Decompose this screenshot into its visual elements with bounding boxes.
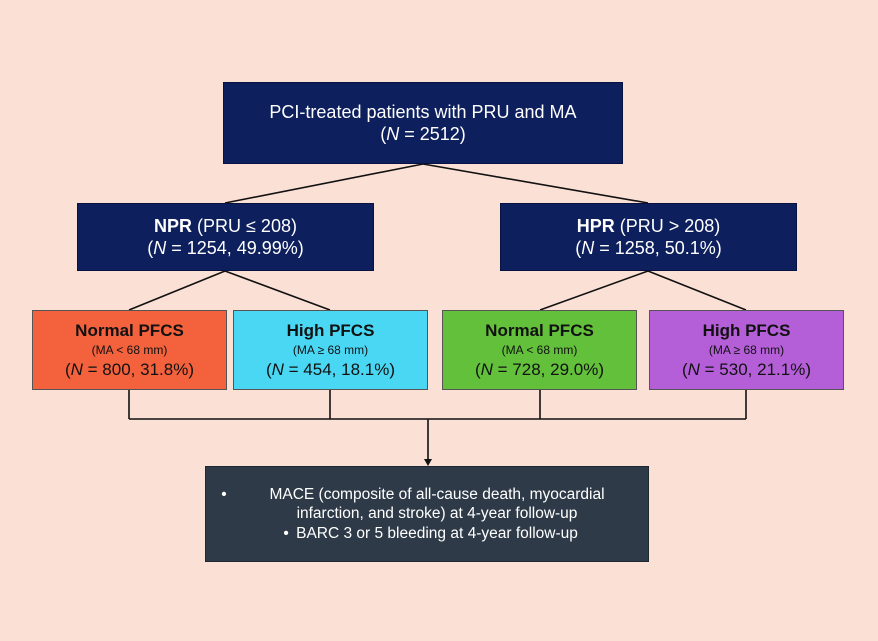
leaf-name: Normal PFCS xyxy=(75,321,184,341)
bullet-icon: • xyxy=(221,485,227,503)
hpr-title: HPR (PRU > 208) xyxy=(576,215,721,236)
leaf-criterion: (MA ≥ 68 mm) xyxy=(708,342,785,357)
hpr-count: (N = 1258, 50.1%) xyxy=(575,238,722,258)
bullet-icon: • xyxy=(283,524,289,542)
leaf-hpr-normal-pfcs: Normal PFCS (MA < 68 mm) (N = 728, 29.0%… xyxy=(442,310,637,390)
outcome-mace-line1: MACE (composite of all-cause death, myoc… xyxy=(269,485,605,503)
root-box: PCI-treated patients with PRU and MA (N … xyxy=(223,82,623,164)
connector-hpr-leaf4 xyxy=(647,270,747,311)
root-count: (N = 2512) xyxy=(380,124,466,144)
arrow-head xyxy=(424,459,432,466)
npr-title: NPR (PRU ≤ 208) xyxy=(154,215,297,236)
leaf-npr-high-pfcs: High PFCS (MA ≥ 68 mm) (N = 454, 18.1%) xyxy=(233,310,428,390)
outcome-bleeding-text: BARC 3 or 5 bleeding at 4-year follow-up xyxy=(296,524,578,542)
leaf-name: High PFCS xyxy=(286,321,375,341)
root-title: PCI-treated patients with PRU and MA xyxy=(269,101,577,122)
leaf-criterion: (MA < 68 mm) xyxy=(501,342,578,357)
connector-hpr-leaf3 xyxy=(539,270,649,311)
connector-top-hpr xyxy=(422,163,649,204)
npr-count: (N = 1254, 49.99%) xyxy=(147,238,304,258)
outcome-item-mace: • MACE (composite of all-cause death, my… xyxy=(214,485,640,524)
connector-npr-leaf1 xyxy=(128,270,226,311)
leaf-npr-normal-pfcs: Normal PFCS (MA < 68 mm) (N = 800, 31.8%… xyxy=(32,310,227,390)
leaf-count: (N = 728, 29.0%) xyxy=(474,359,604,379)
outcome-mace-line2: infarction, and stroke) at 4-year follow… xyxy=(296,505,578,523)
leaf-hpr-high-pfcs: High PFCS (MA ≥ 68 mm) (N = 530, 21.1%) xyxy=(649,310,844,390)
connector-npr-leaf2 xyxy=(224,270,331,311)
outcomes-box: • MACE (composite of all-cause death, my… xyxy=(205,466,649,562)
leaf-criterion: (MA ≥ 68 mm) xyxy=(292,342,369,357)
npr-box: NPR (PRU ≤ 208) (N = 1254, 49.99%) xyxy=(77,203,374,271)
outcome-item-bleeding: • BARC 3 or 5 bleeding at 4-year follow-… xyxy=(214,524,640,543)
connector-top-npr xyxy=(224,163,424,204)
leaf-count: (N = 530, 21.1%) xyxy=(681,359,811,379)
hpr-box: HPR (PRU > 208) (N = 1258, 50.1%) xyxy=(500,203,797,271)
leaf-name: High PFCS xyxy=(702,321,791,341)
leaf-count: (N = 800, 31.8%) xyxy=(64,359,194,379)
leaf-count: (N = 454, 18.1%) xyxy=(265,359,395,379)
leaf-name: Normal PFCS xyxy=(485,321,594,341)
leaf-criterion: (MA < 68 mm) xyxy=(91,342,168,357)
